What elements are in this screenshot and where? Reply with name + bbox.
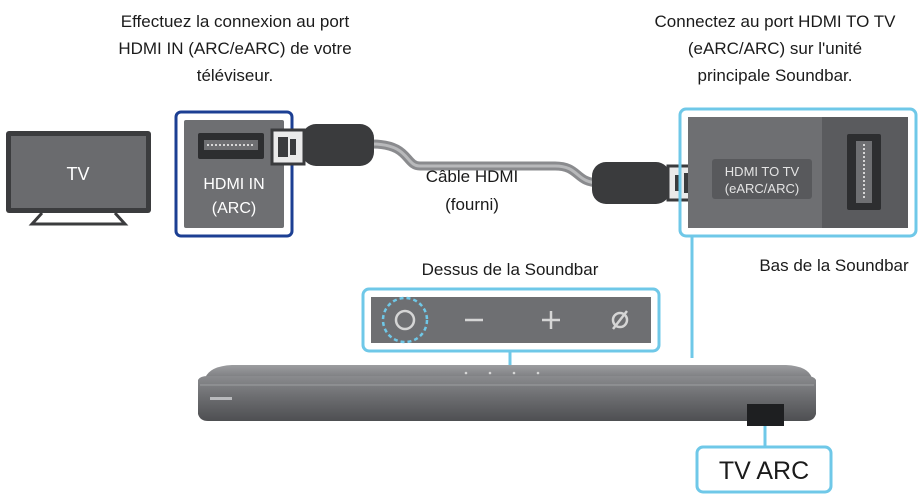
tv-port-outline — [174, 110, 294, 238]
right-instruction-line-3: principale Soundbar. — [697, 66, 853, 85]
tv-hdmi-port-panel: HDMI IN (ARC) — [174, 110, 294, 238]
tv-arc-label: TV ARC — [719, 457, 809, 485]
cable-label-line-1: Câble HDMI — [426, 167, 519, 186]
hdmi-plug-left-icon — [270, 124, 374, 166]
controls-plate — [371, 297, 651, 343]
power-button[interactable] — [394, 309, 416, 331]
top-of-soundbar-label: Dessus de la Soundbar — [422, 260, 599, 279]
right-instruction-line-2: (eARC/ARC) sur l'unité — [687, 39, 863, 58]
left-instruction: Effectuez la connexion au port HDMI IN (… — [70, 8, 400, 89]
power-icon — [394, 309, 416, 331]
tv-port-label-line-2: (ARC) — [212, 200, 256, 217]
soundbar-top-surface — [205, 365, 812, 378]
volume-up-button[interactable] — [542, 311, 560, 329]
soundbar-port-label-line-2: (eARC/ARC) — [725, 181, 799, 196]
soundbar-top-controls-callout — [361, 287, 661, 370]
mute-button[interactable] — [611, 310, 629, 330]
tv-screen — [11, 136, 146, 208]
left-instruction-line-2: HDMI IN (ARC/eARC) de votre — [118, 39, 352, 58]
soundbar-port-label-line-1: HDMI TO TV — [725, 164, 800, 179]
hdmi-plug-right-icon — [592, 162, 702, 204]
soundbar — [198, 365, 816, 426]
soundbar-logo — [210, 397, 232, 400]
left-instruction-line-1: Effectuez la connexion au port — [120, 12, 350, 31]
bottom-of-soundbar-label: Bas de la Soundbar — [759, 256, 909, 275]
soundbar-display-window — [747, 404, 784, 426]
mute-icon — [611, 310, 629, 330]
tv-stand — [28, 211, 129, 226]
soundbar-body — [198, 376, 816, 421]
hdmi-cable: Câble HDMI (fourni) — [270, 124, 702, 214]
cable-label-line-2: (fourni) — [445, 195, 499, 214]
power-button-highlight — [381, 296, 429, 344]
right-instruction: Connectez au port HDMI TO TV (eARC/ARC) … — [630, 8, 920, 89]
tv-arc-badge — [695, 445, 833, 494]
left-instruction-line-3: téléviseur. — [196, 66, 274, 85]
soundbar-port-outline — [678, 107, 918, 238]
soundbar-port-callout: HDMI TO TV (eARC/ARC) — [678, 107, 918, 238]
tv-arc-callout: TV ARC — [695, 426, 833, 494]
right-instruction-line-1: Connectez au port HDMI TO TV — [654, 12, 896, 31]
tv: TV — [6, 131, 151, 226]
tv-label: TV — [66, 164, 89, 184]
volume-up-icon — [542, 311, 560, 329]
tv-port-label-line-1: HDMI IN — [203, 176, 264, 193]
